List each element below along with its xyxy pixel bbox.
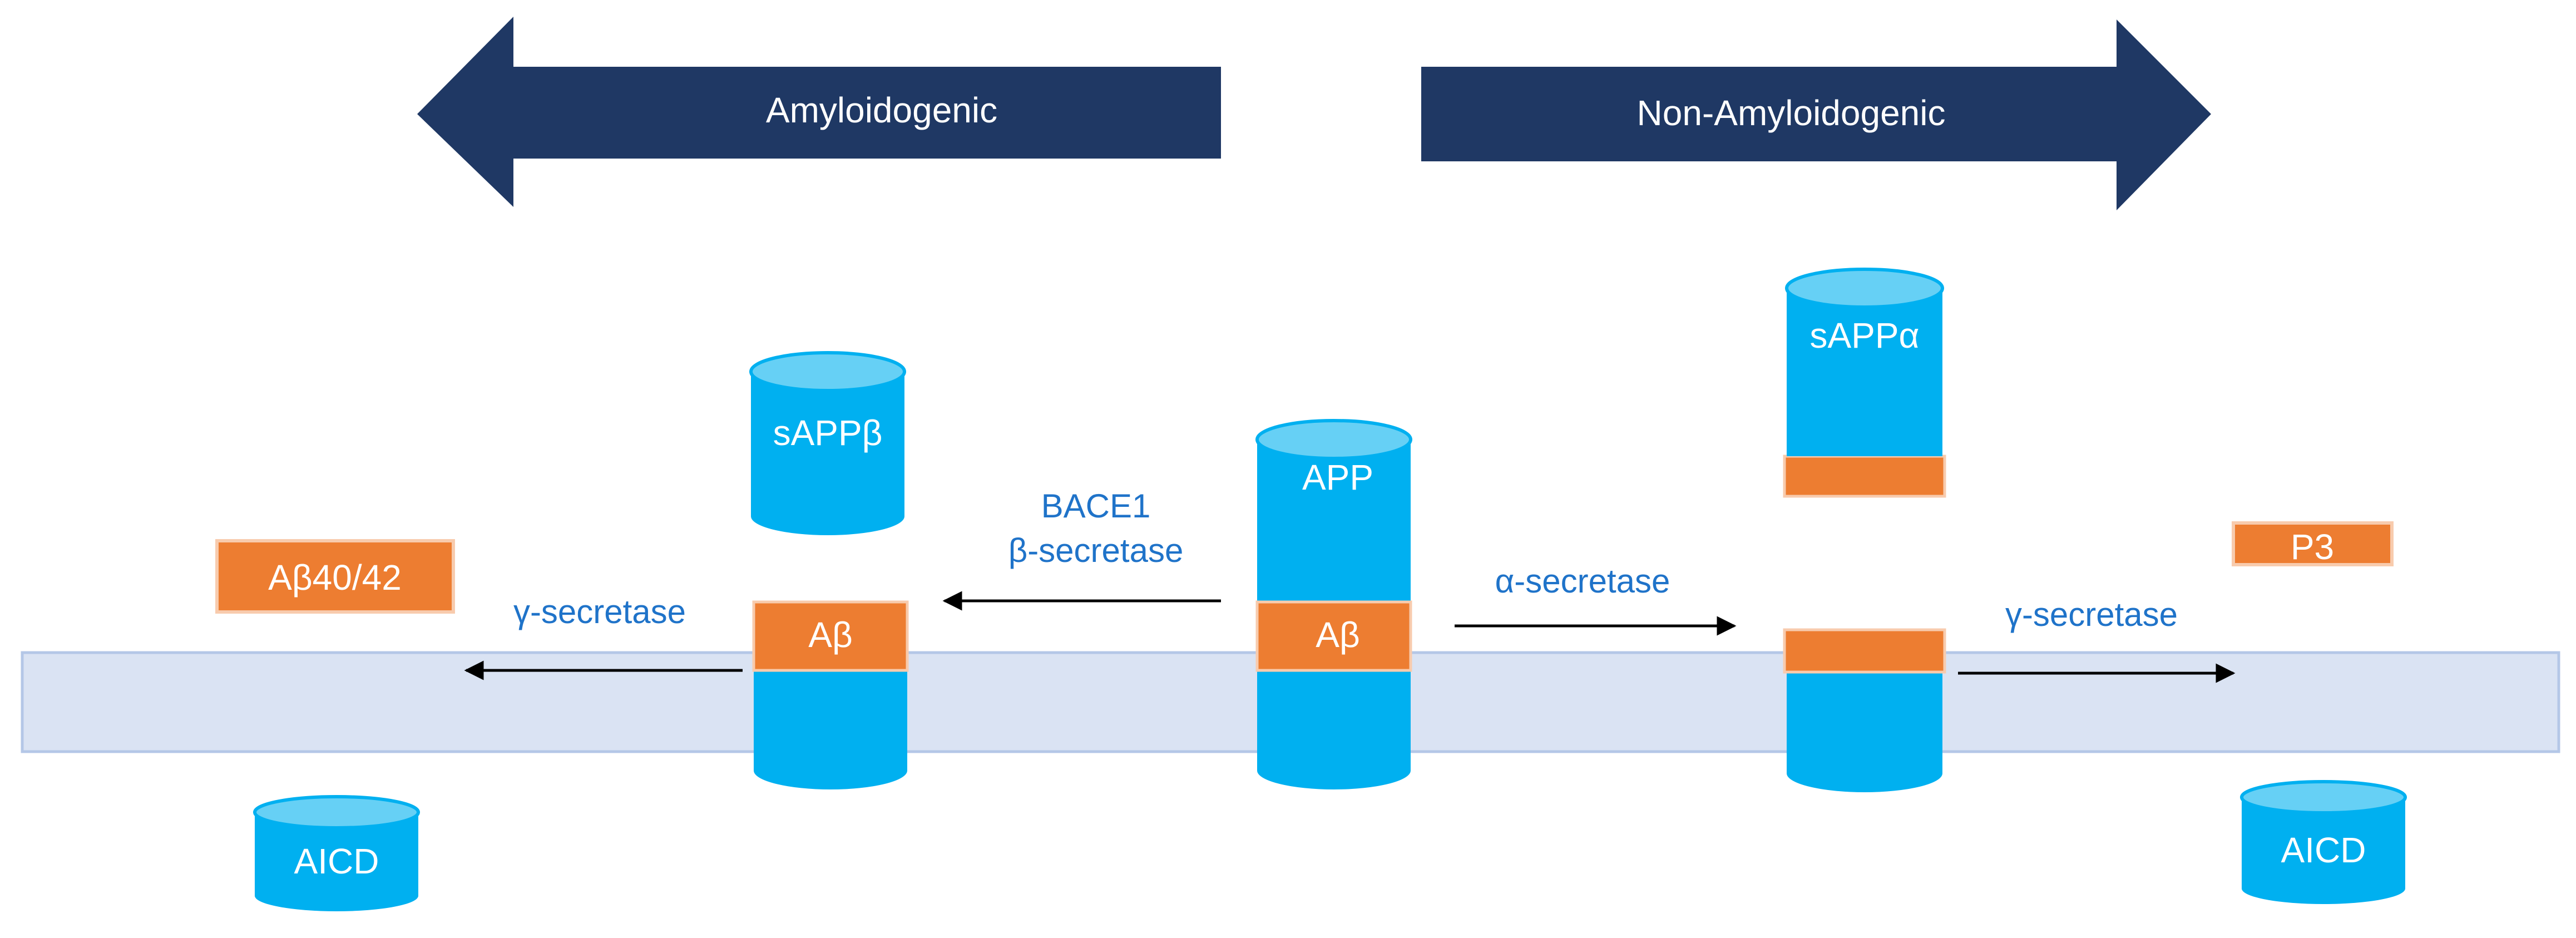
- sapp-beta-cylinder: sAPPβ: [749, 351, 906, 535]
- alpha-secretase-label: α-secretase: [1495, 562, 1670, 600]
- center-abeta-segment: [1255, 600, 1412, 672]
- left-abeta-cylinder: Aβ: [752, 600, 909, 789]
- app-label: APP: [1302, 457, 1373, 497]
- sapp-beta-label: sAPPβ: [773, 413, 883, 453]
- left-abeta-segment: [752, 600, 909, 672]
- left-aicd-cylinder: AICD: [253, 795, 420, 911]
- non-amyloidogenic-label: Non-Amyloidogenic: [1637, 93, 1946, 133]
- left-abeta-label: Aβ: [808, 615, 853, 655]
- p3-label: P3: [2291, 527, 2334, 567]
- sapp-alpha-label: sAPPα: [1809, 315, 1919, 356]
- amyloidogenic-label: Amyloidogenic: [766, 90, 997, 130]
- center-abeta-label: Aβ: [1316, 615, 1360, 655]
- amyloidogenic-arrow: Amyloidogenic: [417, 17, 1221, 207]
- right-aicd-label: AICD: [2281, 830, 2366, 870]
- sapp-alpha-segment: [1783, 455, 1946, 498]
- right-membrane-segment: [1783, 628, 1946, 674]
- bace1-label: BACE1: [1041, 487, 1151, 525]
- right-aicd-cylinder: AICD: [2240, 780, 2407, 904]
- abeta-product-box: Aβ40/42: [215, 539, 455, 614]
- p3-box: P3: [2232, 521, 2394, 567]
- beta-secretase-label: β-secretase: [1008, 532, 1184, 569]
- right-membrane-cylinder: [1783, 628, 1946, 792]
- abeta-product-label: Aβ40/42: [268, 557, 402, 598]
- right-gamma-secretase-label: γ-secretase: [2005, 596, 2178, 633]
- left-aicd-label: AICD: [294, 841, 379, 881]
- app-cylinder: APP Aβ: [1255, 419, 1412, 789]
- left-gamma-secretase-label: γ-secretase: [513, 593, 686, 630]
- non-amyloidogenic-arrow: Non-Amyloidogenic: [1421, 19, 2211, 210]
- sapp-alpha-cylinder: sAPPα: [1783, 268, 1946, 498]
